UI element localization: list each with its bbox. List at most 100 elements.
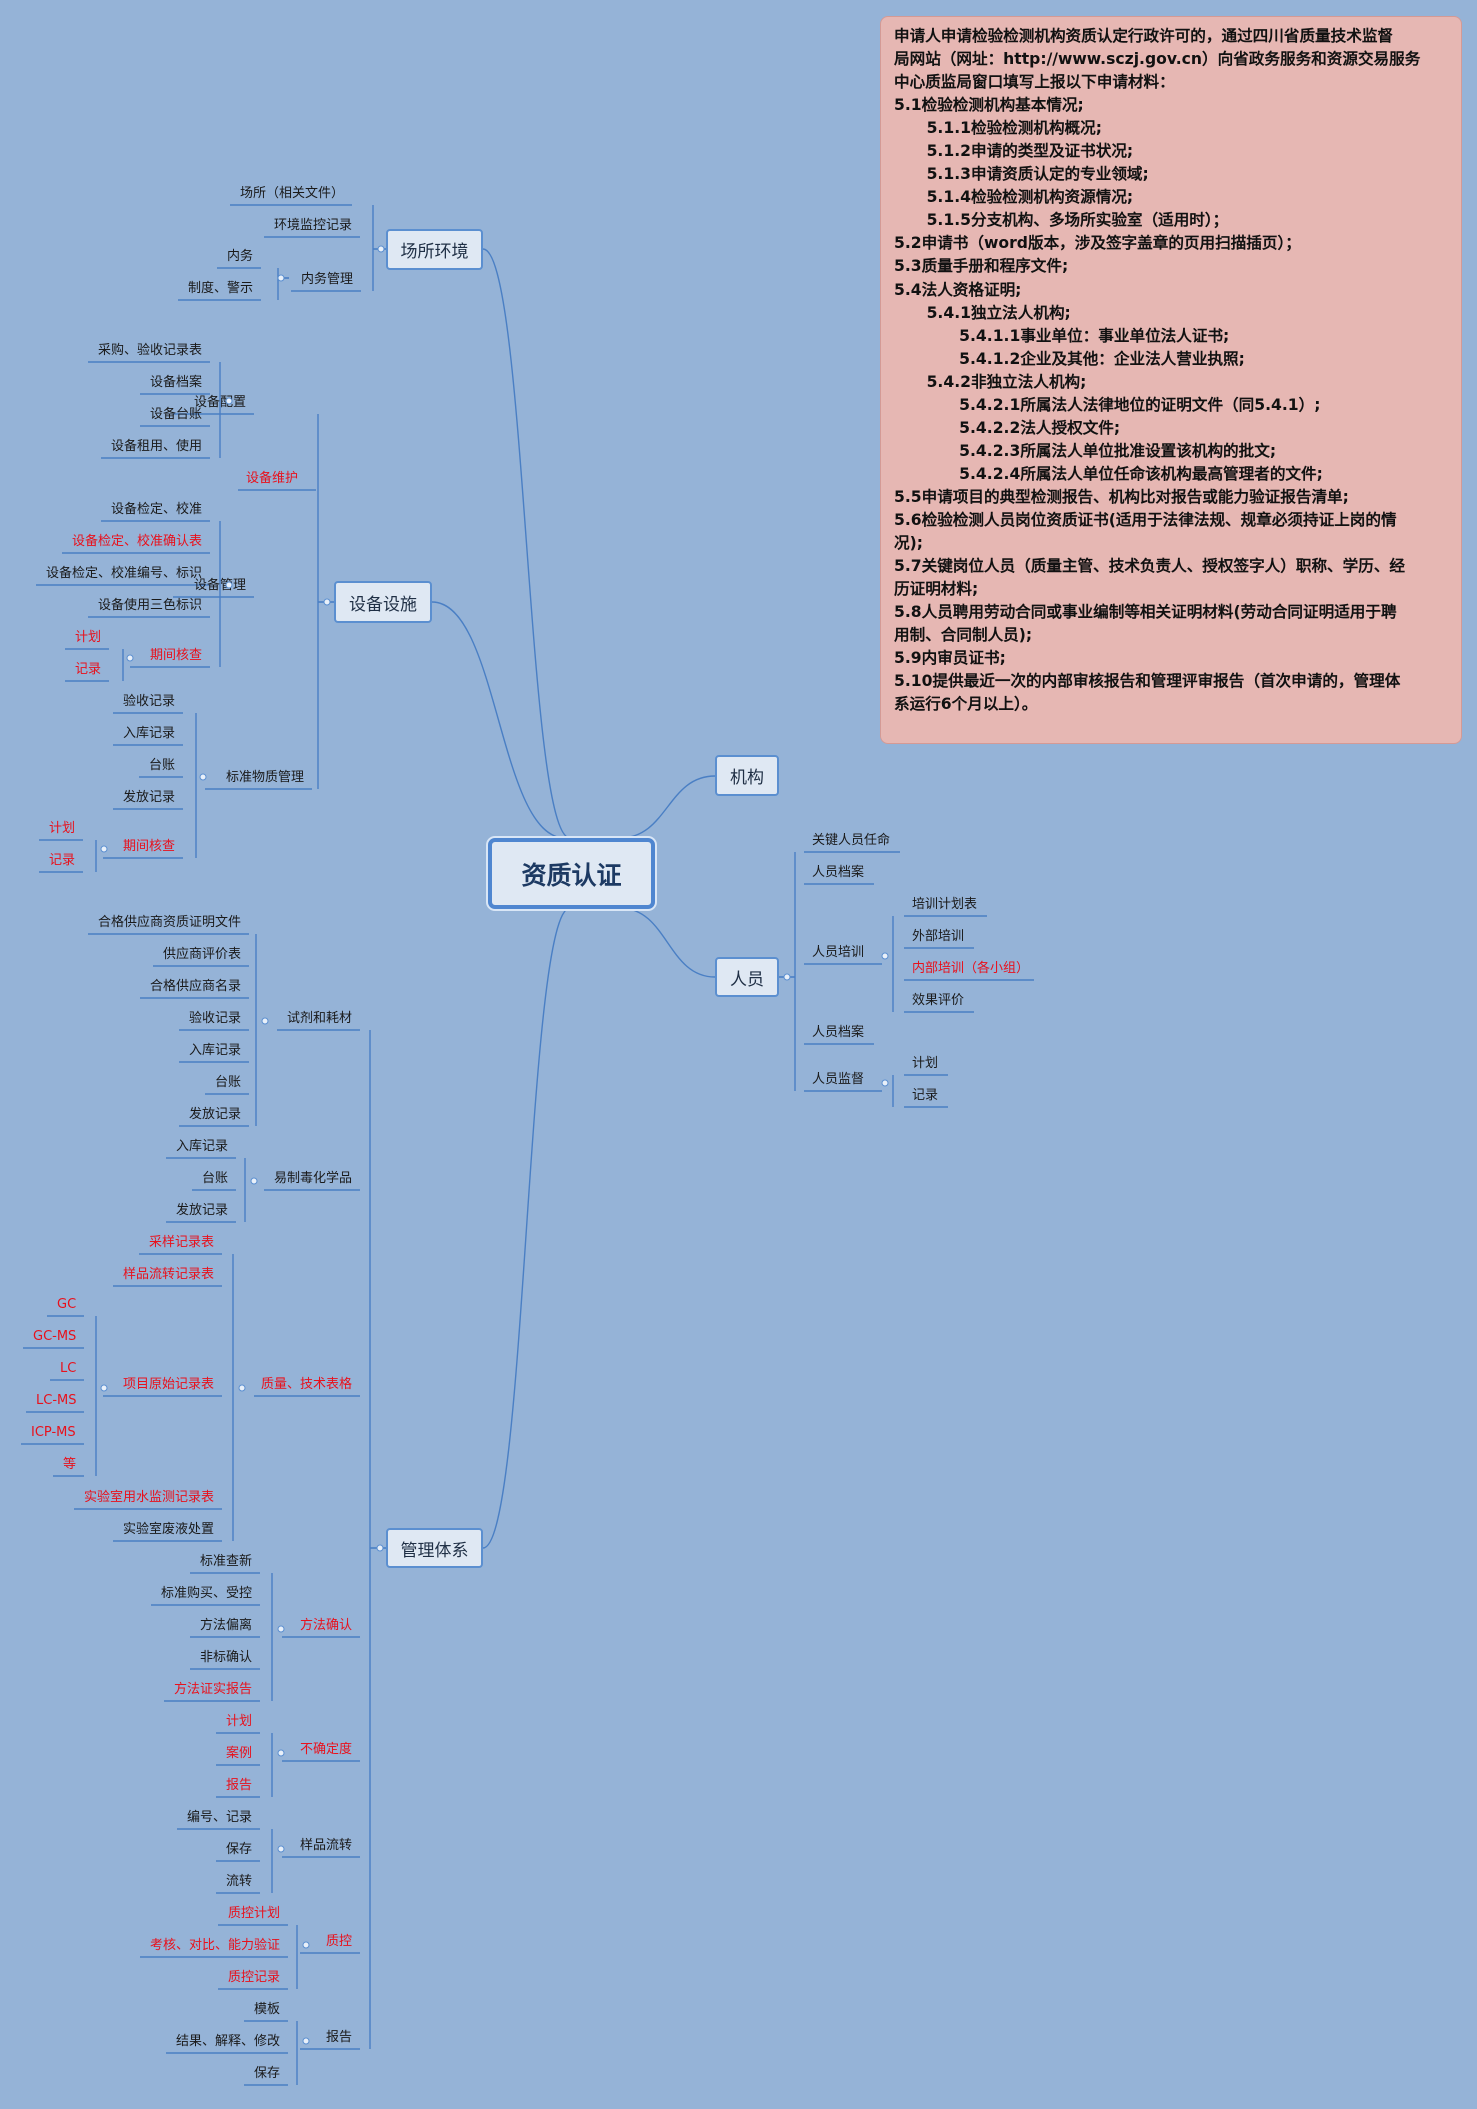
- precursor-item[interactable]: 台账: [202, 1171, 229, 1186]
- equipment-mgmt-item[interactable]: 设备检定、校准: [111, 502, 203, 517]
- raw-record-label[interactable]: 项目原始记录表: [123, 1377, 215, 1392]
- method-item[interactable]: 标准购买、受控: [161, 1586, 253, 1601]
- sample-flow-label[interactable]: 样品流转: [300, 1838, 353, 1853]
- reagents-item[interactable]: 供应商评价表: [163, 947, 242, 962]
- collapse-toggle-icon[interactable]: [277, 274, 285, 282]
- report-label[interactable]: 报告: [326, 2030, 353, 2045]
- reference-period-check-label[interactable]: 期间核查: [123, 839, 176, 854]
- reference-material-item[interactable]: 入库记录: [123, 726, 176, 741]
- training-item[interactable]: 内部培训（各小组）: [912, 961, 1030, 976]
- reference-material-item[interactable]: 发放记录: [123, 790, 176, 805]
- key-staff-appointment[interactable]: 关键人员任命: [812, 833, 891, 848]
- collapse-toggle-icon[interactable]: [277, 1749, 285, 1757]
- uncertainty-item[interactable]: 计划: [226, 1714, 253, 1729]
- collapse-toggle-icon[interactable]: [225, 581, 233, 589]
- reference-period-item[interactable]: 记录: [49, 853, 76, 868]
- training-item[interactable]: 外部培训: [912, 929, 965, 944]
- reagents-item[interactable]: 合格供应商资质证明文件: [98, 915, 242, 930]
- quality-forms-label[interactable]: 质量、技术表格: [261, 1377, 353, 1392]
- root-node[interactable]: 资质认证: [488, 838, 655, 909]
- method-item[interactable]: 非标确认: [200, 1650, 253, 1665]
- reagents-item[interactable]: 验收记录: [189, 1011, 242, 1026]
- reference-material-item[interactable]: 台账: [149, 758, 176, 773]
- collapse-toggle-icon[interactable]: [250, 1177, 258, 1185]
- sample-flow-item[interactable]: 保存: [226, 1842, 253, 1857]
- quality-control-item[interactable]: 考核、对比、能力验证: [150, 1938, 281, 1953]
- equipment-mgmt-item[interactable]: 设备检定、校准确认表: [72, 534, 203, 549]
- report-item[interactable]: 结果、解释、修改: [176, 2034, 281, 2049]
- equipment-config-item[interactable]: 采购、验收记录表: [98, 343, 203, 358]
- collapse-toggle-icon[interactable]: [261, 1017, 269, 1025]
- quality-form-item[interactable]: 实验室废液处置: [123, 1522, 215, 1537]
- uncertainty-label[interactable]: 不确定度: [300, 1742, 353, 1757]
- collapse-toggle-icon[interactable]: [126, 654, 134, 662]
- collapse-toggle-icon[interactable]: [881, 952, 889, 960]
- reagents-item[interactable]: 合格供应商名录: [150, 979, 242, 994]
- precursor-chemicals-label[interactable]: 易制毒化学品: [274, 1171, 353, 1186]
- branch-equipment[interactable]: 设备设施: [334, 581, 432, 623]
- reagents-item[interactable]: 台账: [215, 1075, 242, 1090]
- instrument-item[interactable]: LC-MS: [36, 1393, 77, 1408]
- equipment-config-item[interactable]: 设备台账: [150, 407, 203, 422]
- equipment-config-item[interactable]: 设备档案: [150, 375, 203, 390]
- collapse-toggle-icon[interactable]: [783, 973, 791, 981]
- training-item[interactable]: 效果评价: [912, 993, 965, 1008]
- equipment-mgmt-label[interactable]: 设备管理: [194, 578, 247, 593]
- supervision-item[interactable]: 记录: [912, 1088, 939, 1103]
- reference-material-label[interactable]: 标准物质管理: [226, 770, 305, 785]
- internal-affairs-label[interactable]: 内务管理: [301, 272, 354, 287]
- instrument-item[interactable]: 等: [63, 1457, 77, 1472]
- report-item[interactable]: 模板: [254, 2002, 281, 2017]
- method-validation-label[interactable]: 方法确认: [300, 1618, 353, 1633]
- period-check-item[interactable]: 计划: [75, 630, 102, 645]
- site-item[interactable]: 制度、警示: [188, 281, 254, 296]
- collapse-toggle-icon[interactable]: [100, 845, 108, 853]
- report-item[interactable]: 保存: [254, 2066, 281, 2081]
- branch-site-environment[interactable]: 场所环境: [386, 229, 483, 270]
- equipment-mgmt-item[interactable]: 设备检定、校准编号、标识: [46, 566, 203, 581]
- branch-management-system[interactable]: 管理体系: [386, 1528, 483, 1568]
- precursor-item[interactable]: 发放记录: [176, 1203, 229, 1218]
- instrument-item[interactable]: GC: [57, 1297, 77, 1312]
- quality-form-item[interactable]: 样品流转记录表: [123, 1267, 215, 1282]
- quality-control-item[interactable]: 质控记录: [228, 1970, 281, 1985]
- staff-supervision-label[interactable]: 人员监督: [812, 1072, 865, 1087]
- method-item[interactable]: 方法证实报告: [174, 1682, 253, 1697]
- staff-file[interactable]: 人员档案: [812, 1025, 865, 1040]
- collapse-toggle-icon[interactable]: [277, 1625, 285, 1633]
- reagents-item[interactable]: 发放记录: [189, 1107, 242, 1122]
- uncertainty-item[interactable]: 报告: [226, 1778, 253, 1793]
- instrument-item[interactable]: LC: [60, 1361, 77, 1376]
- site-item[interactable]: 环境监控记录: [274, 218, 353, 233]
- instrument-item[interactable]: ICP-MS: [31, 1425, 76, 1440]
- site-item[interactable]: 内务: [227, 249, 254, 264]
- site-item[interactable]: 场所（相关文件）: [240, 186, 345, 201]
- collapse-toggle-icon[interactable]: [302, 2037, 310, 2045]
- period-check-label[interactable]: 期间核查: [150, 648, 203, 663]
- period-check-item[interactable]: 记录: [75, 662, 102, 677]
- quality-form-item[interactable]: 实验室用水监测记录表: [84, 1490, 215, 1505]
- training-item[interactable]: 培训计划表: [912, 897, 978, 912]
- collapse-toggle-icon[interactable]: [199, 773, 207, 781]
- quality-control-label[interactable]: 质控: [326, 1934, 353, 1949]
- equipment-mgmt-item[interactable]: 设备使用三色标识: [98, 598, 203, 613]
- reagents-label[interactable]: 试剂和耗材: [287, 1011, 353, 1026]
- collapse-toggle-icon[interactable]: [881, 1079, 889, 1087]
- application-materials-note[interactable]: 申请人申请检验检测机构资质认定行政许可的，通过四川省质量技术监督局网站（网址：h…: [880, 16, 1462, 744]
- equipment-config-label[interactable]: 设备配置: [194, 395, 247, 410]
- sample-flow-item[interactable]: 流转: [226, 1874, 253, 1889]
- method-item[interactable]: 方法偏离: [200, 1618, 253, 1633]
- collapse-toggle-icon[interactable]: [323, 598, 331, 606]
- collapse-toggle-icon[interactable]: [238, 1384, 246, 1392]
- reagents-item[interactable]: 入库记录: [189, 1043, 242, 1058]
- collapse-toggle-icon[interactable]: [225, 397, 233, 405]
- supervision-item[interactable]: 计划: [912, 1056, 939, 1071]
- method-item[interactable]: 标准查新: [200, 1554, 253, 1569]
- collapse-toggle-icon[interactable]: [377, 245, 385, 253]
- staff-file[interactable]: 人员档案: [812, 865, 865, 880]
- collapse-toggle-icon[interactable]: [277, 1845, 285, 1853]
- precursor-item[interactable]: 入库记录: [176, 1139, 229, 1154]
- reference-period-item[interactable]: 计划: [49, 821, 76, 836]
- quality-form-item[interactable]: 采样记录表: [149, 1235, 215, 1250]
- collapse-toggle-icon[interactable]: [100, 1384, 108, 1392]
